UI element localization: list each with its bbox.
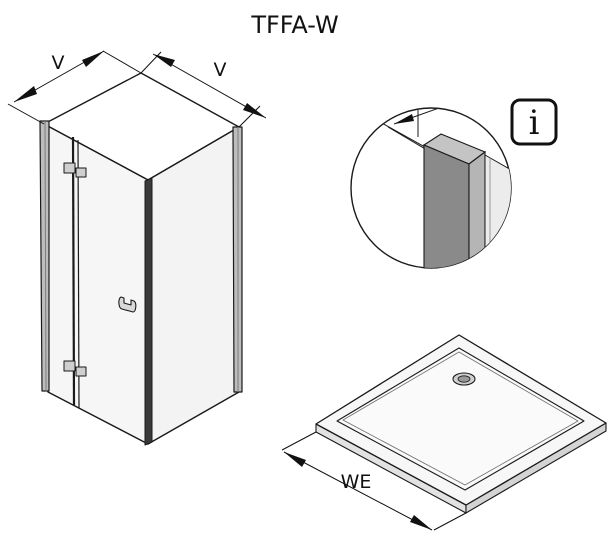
- tray-drain: [452, 372, 476, 386]
- corner-post: [144, 177, 153, 446]
- side-glass-panel: [147, 126, 240, 445]
- dimension-arrows-top: [14, 51, 266, 118]
- shower-enclosure: [39, 72, 243, 446]
- dimension-label-we: WE: [341, 471, 372, 493]
- info-icon-glyph: i: [529, 103, 540, 143]
- info-icon[interactable]: i: [510, 98, 558, 146]
- dimension-label-left-v: V: [52, 52, 65, 74]
- door-glass-panel: [43, 123, 149, 445]
- shower-tray: [315, 334, 607, 514]
- dimension-line-tray: [281, 431, 467, 531]
- left-wall-profile: [39, 120, 50, 392]
- lower-hinge: [63, 360, 87, 377]
- door-handle: [118, 296, 137, 313]
- detail-magnifier: [350, 107, 512, 269]
- diagram-title: TFFA-W: [250, 11, 338, 39]
- dimension-arrows-tray: [284, 452, 432, 530]
- tray-basin: [336, 347, 585, 491]
- upper-hinge: [63, 162, 87, 178]
- dimension-label-right-v: V: [214, 59, 227, 81]
